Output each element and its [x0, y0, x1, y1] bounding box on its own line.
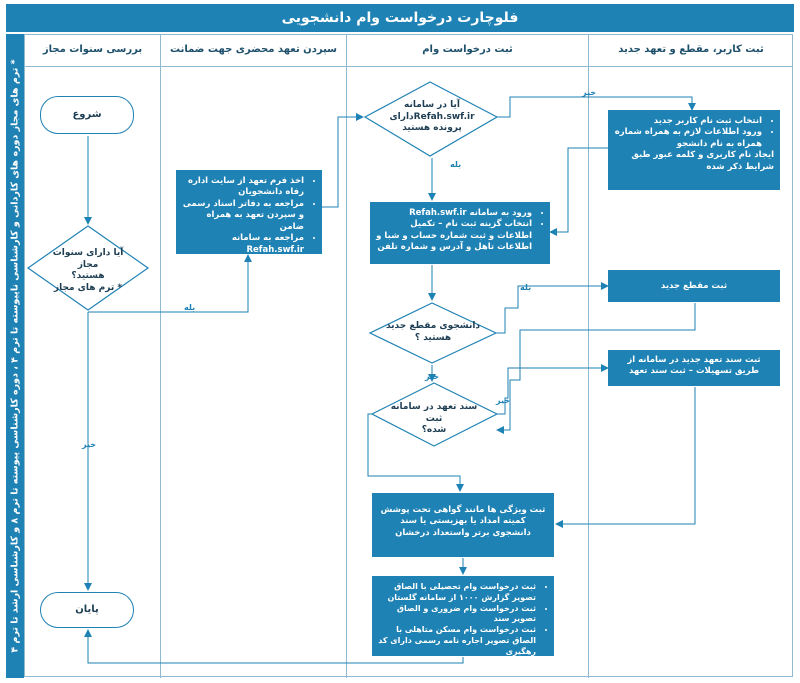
- lane-divider: [588, 34, 589, 678]
- connector: [322, 113, 364, 208]
- lane-header-loan: ثبت درخواست وام: [347, 34, 588, 67]
- start-terminal: شروع: [40, 96, 134, 134]
- lane-header-guarantee: سپردن تعهد محضری جهت ضمانت: [161, 34, 346, 67]
- connector: [496, 303, 696, 434]
- decision-commitment-shape: [370, 382, 499, 447]
- connector: [549, 147, 608, 236]
- lane-divider: [160, 34, 161, 678]
- decision-terms-text: آیا دارای سنوات مجاز هستید؟ * ترم های مج…: [52, 248, 124, 294]
- connector: [497, 364, 609, 415]
- end-terminal: پایان: [40, 592, 134, 628]
- decision-new-level-text: دانشجوی مقطع جدید هستید ؟: [385, 321, 481, 343]
- no-label: خیر: [82, 440, 97, 449]
- no-label: خیر: [582, 88, 597, 97]
- register-user-box: انتخاب ثبت نام کاربر جدید ورود اطلاعات ل…: [608, 110, 780, 190]
- decision-account-text: آیا در سامانه Refah.swf.irدارای پرونده ه…: [389, 100, 475, 134]
- no-label: خیر: [496, 396, 511, 405]
- decision-account-shape: [363, 81, 499, 157]
- yes-label: بله: [450, 160, 462, 169]
- loan-requests-box: ثبت درخواست وام تحصیلی با الصاق تصویر گز…: [372, 576, 554, 656]
- connector: [88, 254, 252, 313]
- decision-new-level-shape: [368, 302, 498, 364]
- new-level-box: ثبت مقطع جدید: [608, 270, 780, 302]
- yes-label: بله: [184, 303, 196, 312]
- connector: [497, 96, 696, 118]
- decision-terms-shape: [26, 225, 150, 311]
- yes-label: بله: [520, 283, 532, 292]
- lane-header-terms: بررسی سنوات مجاز: [25, 34, 160, 67]
- decision-commitment-text: سند تعهد در سامانه ثبت شده؟: [390, 402, 478, 436]
- connector: [555, 387, 696, 528]
- flowchart-title: فلوچارت درخواست وام دانشجویی: [6, 4, 794, 32]
- connector: [496, 282, 609, 334]
- connector: [84, 629, 464, 664]
- guarantee-steps-box: اخذ فرم تعهد از سایت اداره رفاه دانشجویا…: [176, 170, 322, 255]
- swimlane-frame: [24, 34, 793, 677]
- connector: [367, 413, 464, 492]
- lane-header-register: ثبت کاربر، مقطع و تعهد جدید: [589, 34, 793, 67]
- lane-divider: [346, 34, 347, 678]
- features-box: ثبت ویژگی ها مانند گواهی تحت پوشش کمیته …: [372, 493, 554, 557]
- login-system-box: ورود به سامانه Refah.swf.ir انتخاب گزینه…: [370, 202, 550, 264]
- side-note-bar: [6, 34, 24, 678]
- no-label: خیر: [425, 372, 440, 381]
- new-commitment-box: ثبت سند تعهد جدید در سامانه از طریق تسهی…: [608, 350, 780, 386]
